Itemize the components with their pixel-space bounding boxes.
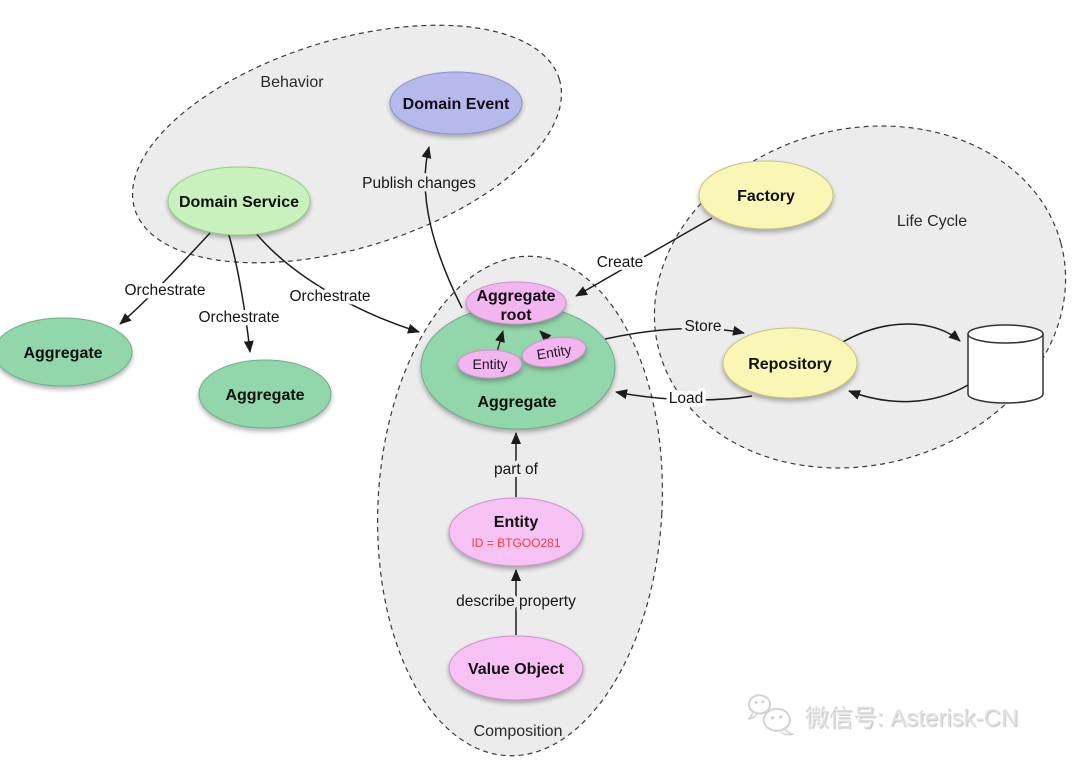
store-label: Store [684,318,721,335]
aggregate-main-label: Aggregate [477,394,556,411]
life-cycle-region-label: Life Cycle [897,213,967,230]
aggregate-middle-label: Aggregate [225,387,304,404]
entity-node [448,497,584,567]
domain-event-label: Domain Event [403,96,510,113]
entity-in-aggregate-1-label: Entity [472,356,507,372]
database-cylinder [967,324,1044,404]
factory-node [698,160,834,230]
factory-label: Factory [737,188,795,205]
edge-load [615,389,753,401]
orchestrate-middle-label: Orchestrate [199,309,280,326]
orchestrate-right-label: Orchestrate [290,288,371,305]
edge-create [575,217,713,297]
value-object-node [448,635,584,701]
repository-label: Repository [748,356,832,373]
watermark-text: 微信号: Asterisk-CN [805,704,1019,732]
aggregate-root-label-line2: root [500,307,532,324]
entity-label: Entity [494,514,539,531]
edge-entity1-to-root [495,330,505,353]
aggregate-root-label-line1: Aggregate [476,288,555,305]
describe-property-label: describe property [456,593,576,610]
edge-orchestrate-right [253,230,420,334]
load-label: Load [669,390,703,407]
edge-orchestrate-left [119,232,211,325]
orchestrate-left-label: Orchestrate [125,282,206,299]
create-label: Create [597,254,644,271]
entity-in-aggregate-1-node [457,349,523,379]
behavior-region-label: Behavior [260,74,324,91]
repository-node [722,327,858,399]
value-object-label: Value Object [468,661,565,678]
domain-event-node [389,71,523,135]
composition-region-label: Composition [474,723,563,740]
watermark: 微信号: Asterisk-CN [746,688,1018,742]
publish-changes-label: Publish changes [362,175,476,192]
edge-publish-changes [421,146,463,309]
domain-service-node [167,166,311,236]
life-cycle-region [653,125,1067,469]
part-of-label: part of [494,461,539,478]
aggregate-left-label: Aggregate [23,345,102,362]
edge-database-to-repository [848,384,969,403]
aggregate-middle-node [198,359,332,429]
edge-repository-to-database [840,323,961,344]
aggregate-root-node [465,281,567,325]
aggregate-left-node [0,317,133,387]
entity-in-aggregate-2-node [521,336,587,368]
entity-id-value: ID = BTGOO281 [471,536,560,550]
entity-in-aggregate-2-label: Entity [535,341,572,362]
edge-orchestrate-middle [227,231,254,353]
domain-service-label: Domain Service [179,194,299,211]
edge-store [604,325,745,340]
wechat-icon [747,694,795,736]
